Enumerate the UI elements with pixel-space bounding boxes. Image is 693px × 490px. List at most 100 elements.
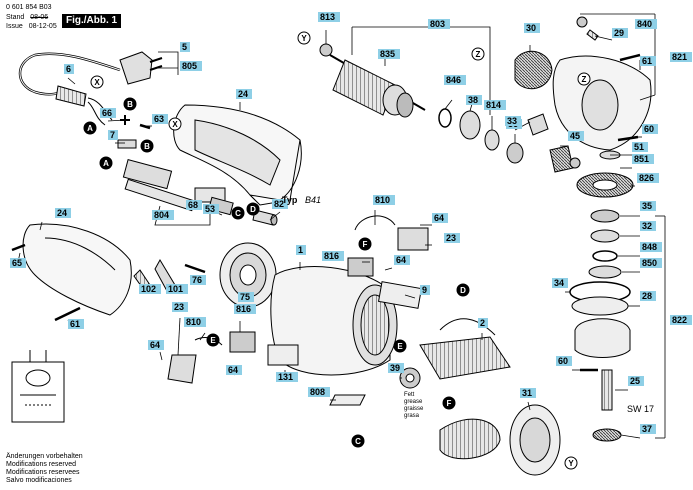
connector-circle [83,121,97,135]
part-label-bg [420,285,430,295]
connector-circle [297,31,311,45]
connector-letter: F [447,399,452,408]
connector-cD1: D [246,202,260,216]
part-label-bg [236,89,252,99]
part-label-p66: 66 [100,108,116,118]
part-label-bg [556,356,572,366]
part-label-text: 76 [192,275,202,285]
connector-circle [140,139,154,153]
part-label-bg [552,278,568,288]
connector-cC1: C [231,206,245,220]
part-label-p68: 68 [186,200,202,210]
part-label-bg [276,372,298,382]
part-label-bg [238,292,254,302]
part-label-bg [640,242,662,252]
part-label-p24b: 24 [55,208,71,218]
part-label-bg [632,142,648,152]
part-label-p51: 51 [632,142,648,152]
part-label-text: 840 [637,19,652,29]
part-label-text: 851 [634,154,649,164]
part-label-p851: 851 [632,154,654,164]
part-label-p840: 840 [635,19,657,29]
plate-9 [377,281,423,309]
connector-circle [168,117,182,131]
part-label-p24a: 24 [236,89,252,99]
footer-line-3: Modifications reservees [6,469,80,476]
figure-label: Fig./Abb. 1 [62,14,122,28]
part-label-p5: 5 [180,42,190,52]
part-label-text: 31 [522,388,532,398]
connector-cA1: A [83,121,97,135]
part-label-bg [10,258,26,268]
label-808 [329,394,366,406]
part-label-bg [148,340,164,350]
connector-cD2: D [456,283,470,297]
pinion-45 [549,145,574,173]
part-label-text: 848 [642,242,657,252]
connector-circle [471,47,485,61]
connector-circle [564,456,578,470]
part-label-text: 64 [228,365,238,375]
part-label-text: 66 [102,108,112,118]
part-label-bg [640,201,656,211]
part-label-p60a: 60 [642,124,658,134]
part-label-text: 39 [390,363,400,373]
connector-circle [231,206,245,220]
part-label-bg [68,319,84,329]
part-label-bg [139,284,161,294]
part-label-text: 102 [141,284,156,294]
connector-letter: C [355,437,361,446]
part-label-text: 37 [642,424,652,434]
part-label-text: 45 [570,131,580,141]
part-label-text: 64 [150,340,160,350]
cord-sleeve [55,85,87,107]
part-label-text: 810 [186,317,201,327]
stand-line: Stand 08-06 [6,14,48,22]
part-label-p7: 7 [108,130,118,140]
part-label-text: 5 [182,42,187,52]
part-label-bg [64,64,74,74]
part-label-bg [568,131,584,141]
screw-61b [619,53,641,62]
part-label-p23a: 23 [444,233,460,243]
part-label-text: 7 [110,130,115,140]
screw-65 [11,243,26,252]
typ-label: Typ [282,195,298,205]
part-label-bg [184,317,206,327]
part-label-bg [612,28,628,38]
rear-handle-bottom [22,223,132,316]
connector-letter: D [250,205,256,214]
connector-cX1: X [90,75,104,89]
part-label-bg [635,19,657,29]
wrench-size: SW 17 [627,404,654,414]
part-label-text: 68 [188,200,198,210]
connector-cY1: Y [297,31,311,45]
part-label-p814: 814 [484,100,506,110]
doc-number: 0 601 854 B03 [6,4,52,11]
part-label-p804: 804 [152,210,174,220]
connector-cA2: A [99,156,113,170]
part-label-bg [55,208,71,218]
part-label-bg [520,388,536,398]
part-label-p34: 34 [552,278,568,288]
connector-circle [123,97,137,111]
part-label-text: 63 [154,114,164,124]
part-label-p28: 28 [640,291,656,301]
part-label-bg [226,365,242,375]
part-label-text: 32 [642,221,652,231]
part-label-bg [272,199,288,209]
part-label-text: 25 [630,376,640,386]
part-label-p803: 803 [428,19,450,29]
part-label-text: 24 [57,208,67,218]
cable-810a [354,215,396,231]
part-label-bg [524,23,540,33]
part-label-text: 24 [238,89,248,99]
part-label-text: 38 [468,95,478,105]
screw-76 [184,263,206,274]
part-label-bg [670,52,692,62]
part-label-bg [108,130,118,140]
part-label-p846: 846 [444,75,466,85]
connector-cY2: Y [564,456,578,470]
part-label-p810b: 810 [184,317,206,327]
